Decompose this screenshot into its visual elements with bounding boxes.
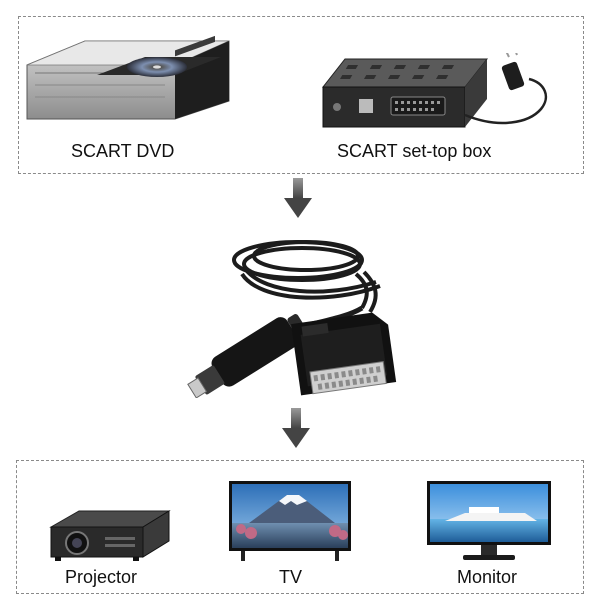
settop-box-image [319, 53, 555, 141]
tv-image [227, 479, 353, 563]
projector-image [45, 507, 175, 563]
source-devices-panel: SCART DVD [18, 16, 584, 174]
monitor-image [425, 479, 553, 563]
output-devices-panel: Projector TV [16, 460, 584, 594]
dvd-label: SCART DVD [71, 141, 175, 161]
tv-label: TV [279, 567, 303, 587]
down-arrow-icon [281, 406, 311, 450]
scart-to-hdmi-cable-image [176, 222, 416, 398]
projector-label: Projector [65, 567, 138, 587]
settop-box-label: SCART set-top box [337, 141, 492, 161]
monitor-label: Monitor [457, 567, 518, 587]
dvd-drive-image [25, 35, 231, 121]
down-arrow-icon [283, 176, 313, 220]
